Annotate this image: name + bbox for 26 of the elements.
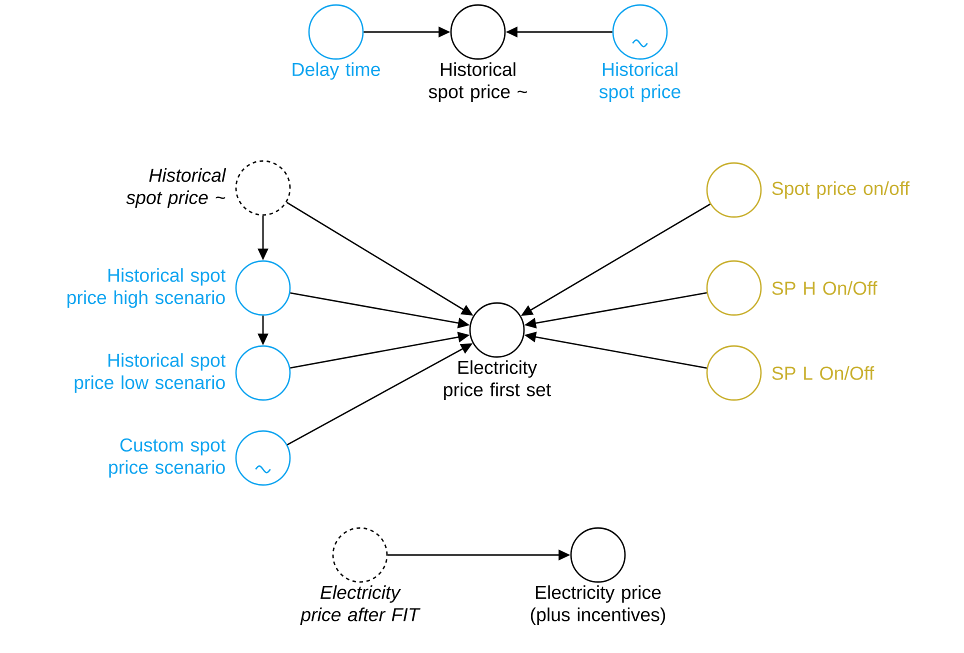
node-label: Historical spot price high scenario [67,268,226,308]
circle-node: Delay time [292,4,380,80]
circle-node: Custom spot price scenario [109,430,291,486]
circle-node: SP H On/Off [706,260,878,316]
circle-node: Electricity price (plus incentives) [530,527,666,626]
node-label: Historical spot price [599,62,680,102]
circle-node: Historical spot price low scenario [74,345,291,401]
node-label: Electricity price after FIT [300,585,420,626]
node-label: Historical spot price low scenario [74,353,226,393]
node-label: Custom spot price scenario [109,438,226,478]
circle-node: Historical spot price high scenario [68,260,291,316]
node-label: Electricity price (plus incentives) [530,585,666,626]
node-label: Historical spot price ~ [428,62,527,102]
circle-node: Electricity price first set [444,302,551,400]
circle-node: SP L On/Off [706,345,874,401]
circle-node: Historical spot price ~ [428,4,527,102]
node-label: Delay time [292,62,380,80]
circle-node: Historical spot price [599,4,680,102]
node-label: Historical spot price ~ [126,168,226,208]
circle-node: Spot price on/off [706,162,910,218]
circle-node: Historical spot price ~ [126,160,291,216]
node-label: Electricity price first set [444,360,552,400]
node-label: SP L On/Off [772,366,874,380]
node-label: SP H On/Off [772,281,878,295]
node-label: Spot price on/off [772,181,910,199]
circle-node: Electricity price after FIT [300,527,420,626]
